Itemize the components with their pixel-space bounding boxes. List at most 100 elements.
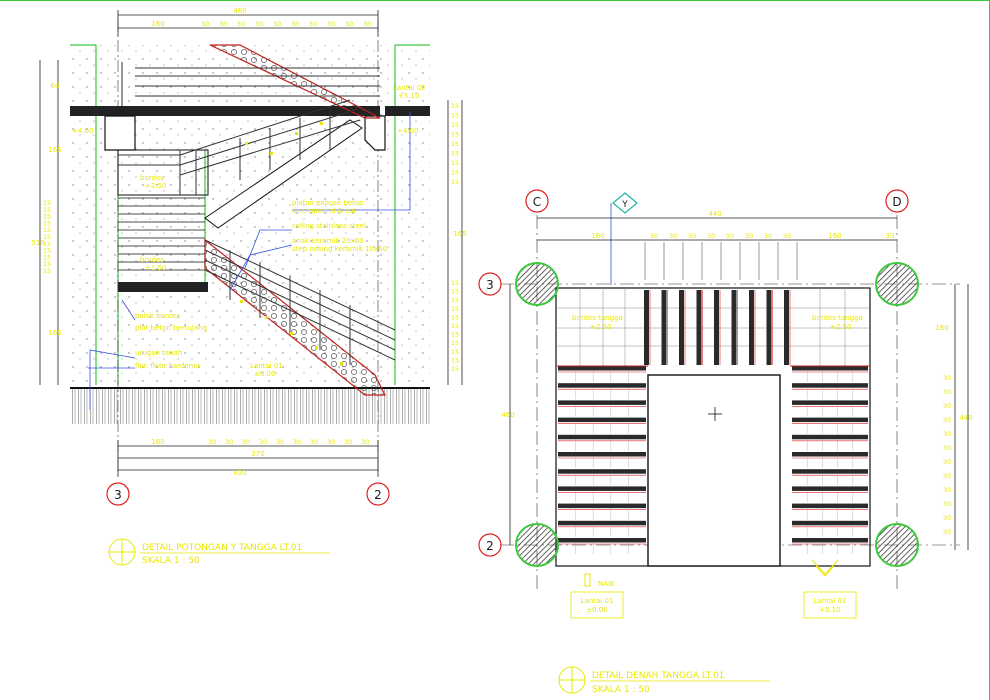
plan-lantai01: Lantai 01±0.00 (581, 597, 614, 614)
plan-lantai02: Lantai 02+5.10 (814, 597, 847, 614)
dim-left-step: 15 (43, 260, 51, 268)
label-railing: railing stainless steel (292, 222, 366, 230)
flight-tread (558, 452, 646, 457)
stair-void (647, 374, 781, 567)
plan-dim-right-step: 30 (943, 514, 951, 522)
dim-right-low-step: 15 (451, 288, 459, 296)
dim-top-step: 30 (291, 20, 299, 28)
dim-top-step: 30 (219, 20, 227, 28)
plan-dim-right-step: 30 (943, 430, 951, 438)
landing-lower (118, 282, 208, 292)
flight-tread (558, 538, 646, 543)
flight-tread (558, 486, 646, 491)
dim-left-main: 510 (31, 239, 44, 247)
flight-tread (792, 434, 868, 440)
dim-bottom-step: 30 (344, 438, 352, 446)
flight-tread (558, 503, 646, 509)
flight-tread (558, 366, 646, 371)
flight-tread (558, 520, 646, 526)
label-lantai02: Lantai 02+5.10 (393, 84, 426, 100)
dim-right-top-step: 15 (451, 121, 459, 129)
plan-dim-right-step: 30 (943, 486, 951, 494)
flight-upper (209, 44, 381, 119)
plan-dim-right-step: 30 (943, 388, 951, 396)
label-pasir: flor. floor hardener (135, 362, 200, 370)
dim-top-step: 30 (255, 20, 263, 28)
column-c3 (515, 262, 559, 306)
top-tread (679, 290, 684, 365)
plan-dim-right-total: 440 (959, 414, 972, 422)
dim-right-low-step: 15 (451, 305, 459, 313)
plan-dim-left-vertical: 460 (501, 411, 514, 419)
flight-tread (792, 469, 868, 474)
dim-bottom-total: 430 (233, 469, 246, 477)
dim-right-top-step: 15 (451, 112, 459, 120)
railings (118, 62, 396, 365)
plan-dim-total: 440 (708, 210, 721, 218)
dim-right-top-step: 15 (451, 159, 459, 167)
section-title-block: DETAIL POTONGAN Y TANGGA LT.01 SKALA 1 :… (108, 538, 330, 566)
dim-bottom-step: 30 (259, 438, 267, 446)
plan-dim-end: 30 (886, 232, 895, 240)
dim-left-step: 15 (43, 226, 51, 234)
dim-right-low-step: 15 (451, 296, 459, 304)
flight-tread (558, 469, 646, 474)
grid-bubble-3 (106, 482, 130, 506)
column-d2 (875, 523, 919, 567)
flight-tread (792, 383, 868, 388)
column-d3 (875, 262, 919, 306)
landing-tiles (556, 288, 870, 366)
dim-bottom-step: 30 (208, 438, 216, 446)
plan-scale: SKALA 1 : 50 (592, 685, 650, 695)
top-tread (749, 290, 754, 365)
plan-title: DETAIL DENAH TANGGA LT.01 (592, 671, 724, 681)
dim-top-total: 460 (233, 7, 246, 15)
flight-tread (558, 417, 646, 423)
plan-dim-step: 30 (783, 232, 791, 240)
plan-dim-right-step: 30 (943, 500, 951, 508)
grid-bubble-2-plan (478, 533, 502, 557)
dim-left-step: 15 (43, 199, 51, 207)
floor-slab-upper (70, 106, 380, 116)
flight-tread (792, 520, 868, 526)
dim-right-top-step: 15 (451, 169, 459, 177)
plan-dim-left: 160 (591, 232, 604, 240)
grid-label-3: 3 (114, 488, 122, 502)
flight-tread (792, 452, 868, 457)
dim-right-top-step: 15 (451, 178, 459, 186)
dim-top-step: 30 (237, 20, 245, 28)
label-level-right: +4.00 (397, 127, 418, 135)
dim-top-step: 30 (201, 20, 209, 28)
top-tread (766, 290, 772, 365)
dim-right-low-step: 15 (451, 348, 459, 356)
grid-bubble-3-plan (478, 272, 502, 296)
flight-tread (558, 400, 646, 405)
dim-right-top-step: 15 (451, 150, 459, 158)
flight-tread (792, 417, 868, 423)
dim-bottom-step: 30 (310, 438, 318, 446)
dim-left-step: 15 (43, 253, 51, 261)
label-plat: plat beton bertulang (135, 324, 207, 332)
dim-right-low-step: 15 (451, 279, 459, 287)
dim-right-low-step: 15 (451, 313, 459, 321)
dim-right-low-step: 15 (451, 365, 459, 373)
label-bordes-mid: bordes+2.50 (140, 174, 166, 190)
flight-tread (558, 383, 646, 388)
grid-bubble-d (885, 189, 909, 213)
label-urugan: urugan tanah (135, 349, 182, 357)
plan-naik: NAIK (598, 580, 615, 588)
